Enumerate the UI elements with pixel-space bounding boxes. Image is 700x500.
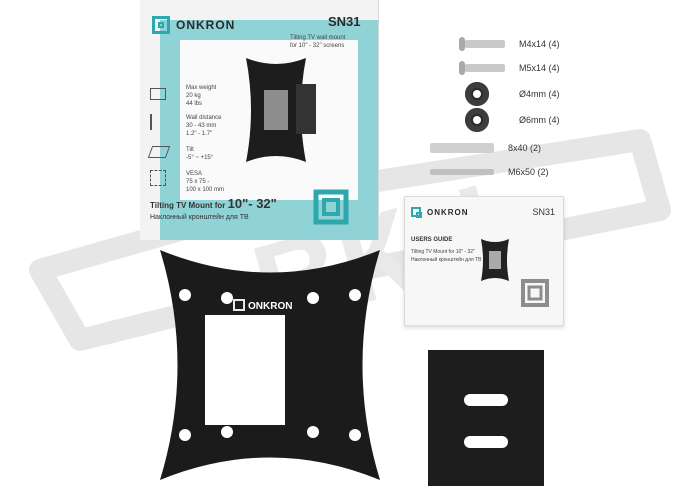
- box-title-line1: Tilting TV Mount for 10"- 32": [150, 196, 277, 211]
- box-spec-tilt: Tilt -5° ~ +15°: [186, 147, 214, 161]
- screw-icon: [459, 61, 505, 75]
- hardware-label: M6x50 (2): [508, 167, 549, 177]
- hardware-label: M5x14 (4): [519, 63, 560, 73]
- hardware-item-anchor: 8x40 (2): [430, 138, 541, 158]
- hardware-item-m5x14: M5x14 (4): [459, 58, 560, 78]
- box-model: SN31: [328, 14, 361, 29]
- wall-bracket: [428, 350, 544, 486]
- box-product-illustration: [246, 58, 316, 162]
- washer-icon: [465, 82, 489, 106]
- brand-logo-icon: [152, 16, 170, 34]
- washer-icon: [465, 108, 489, 132]
- user-manual: ONKRON SN31 USERS GUIDE Tilting TV Mount…: [404, 196, 564, 326]
- box-brand: ONKRON: [152, 16, 235, 34]
- manual-brand: ONKRON: [411, 207, 469, 218]
- wall-distance-icon: [150, 114, 166, 130]
- manual-heading: USERS GUIDE: [411, 237, 453, 243]
- mounting-plate: ONKRON: [160, 250, 380, 480]
- manual-model: SN31: [532, 207, 555, 217]
- hardware-item-washer-6mm: Ø6mm (4): [465, 108, 560, 132]
- box-cube-logo-icon: [313, 189, 349, 225]
- hardware-label: Ø4mm (4): [519, 89, 560, 99]
- screw-icon: [430, 169, 494, 175]
- weight-icon: [150, 88, 166, 100]
- bracket-slot: [464, 394, 508, 406]
- hardware-item-m4x14: M4x14 (4): [459, 34, 560, 54]
- box-brand-text: ONKRON: [176, 18, 236, 32]
- manual-bracket-illustration: [481, 239, 509, 281]
- hardware-item-m6x50: M6x50 (2): [430, 162, 549, 182]
- vesa-icon: [150, 170, 166, 186]
- anchor-icon: [430, 143, 494, 153]
- box-title-prefix: Tilting TV Mount for: [150, 201, 228, 210]
- screw-icon: [459, 37, 505, 51]
- plate-brand: ONKRON: [248, 301, 292, 312]
- manual-cube-logo-icon: [521, 279, 549, 307]
- hardware-label: Ø6mm (4): [519, 115, 560, 125]
- brand-logo-icon: [411, 207, 422, 218]
- manual-sub2: Наклонный кронштейн для ТВ: [411, 257, 482, 263]
- hardware-item-washer-4mm: Ø4mm (4): [465, 82, 560, 106]
- box-spec-vesa: VESA 75 x 75 - 100 x 100 mm: [186, 171, 225, 193]
- box-spec-weight: Max weight 20 kg 44 lbs: [186, 85, 217, 107]
- box-spec-distance: Wall distance 30 - 43 mm 1.2" - 1.7": [186, 115, 222, 137]
- box-title-line2: Наклонный кронштейн для ТВ: [150, 214, 249, 221]
- hardware-label: 8x40 (2): [508, 143, 542, 153]
- bracket-slot: [464, 436, 508, 448]
- manual-sub1: Tilting TV Mount for 10" - 32": [411, 249, 475, 255]
- box-tagline: Tilting TV wall mount for 10" - 32" scre…: [290, 35, 346, 49]
- hardware-label: M4x14 (4): [519, 39, 560, 49]
- manual-brand-text: ONKRON: [427, 207, 469, 217]
- box-title-size: 10"- 32": [227, 196, 277, 211]
